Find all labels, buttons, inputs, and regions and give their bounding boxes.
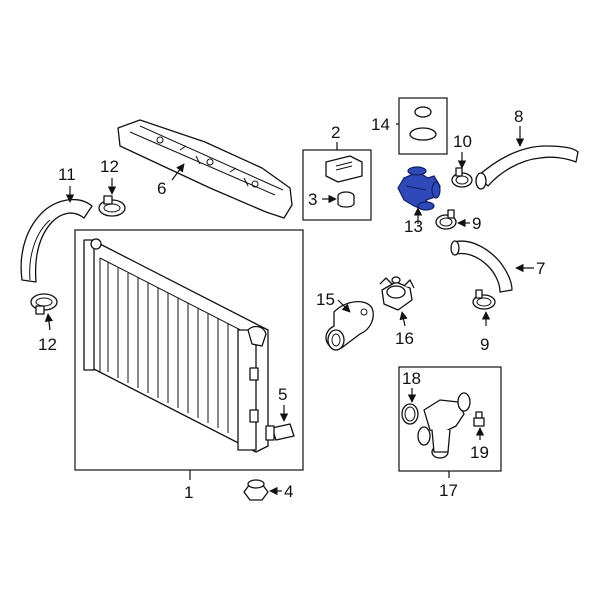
callout-1: 1 — [184, 483, 193, 502]
callout-10: 10 — [453, 132, 472, 151]
gasket-ring-18 — [401, 403, 419, 425]
bypass-hose-7 — [450, 240, 513, 293]
radiator — [83, 238, 269, 453]
callout-9b: 9 — [480, 335, 489, 354]
callout-7: 7 — [536, 259, 545, 278]
drain-plug — [265, 423, 295, 441]
hose-clamp-upper — [98, 195, 126, 217]
callout-11: 11 — [58, 165, 76, 184]
leader-15 — [337, 299, 351, 313]
callout-5: 5 — [278, 385, 287, 404]
callout-19: 19 — [470, 443, 489, 462]
callout-8: 8 — [514, 107, 523, 126]
mount-grommet — [337, 191, 355, 208]
gasket — [409, 106, 437, 141]
callout-17: 17 — [439, 481, 458, 500]
callout-14: 14 — [371, 115, 390, 134]
callout-6: 6 — [157, 179, 166, 198]
outlet-assembly-box — [398, 366, 502, 472]
thermostat-housing — [325, 301, 374, 351]
callout-18: 18 — [402, 369, 421, 388]
hose-clamp-9-lower — [472, 289, 496, 310]
callout-4: 4 — [284, 482, 293, 501]
callout-15: 15 — [316, 290, 335, 309]
callout-12a: 12 — [100, 157, 119, 176]
thermostat — [379, 276, 415, 311]
temperature-sensor — [473, 411, 485, 427]
hose-clamp-lower — [30, 293, 58, 315]
upper-radiator-hose — [20, 199, 93, 283]
reservoir-bracket — [325, 155, 363, 183]
leader-12b — [44, 313, 54, 331]
upper-air-guide — [117, 119, 293, 219]
hose-clamp-10 — [451, 167, 473, 188]
radiator-box — [74, 229, 304, 471]
water-outlet-housing-highlighted — [397, 166, 441, 211]
callout-13: 13 — [404, 217, 423, 236]
gasket-box — [398, 97, 448, 155]
callout-16: 16 — [395, 329, 414, 348]
hose-clamp-9-upper — [435, 209, 457, 230]
callout-3: 3 — [308, 190, 317, 209]
outlet-fitting — [417, 392, 471, 459]
leader-6 — [171, 163, 185, 181]
callout-9a: 9 — [472, 214, 481, 233]
bypass-hose-8 — [475, 145, 579, 190]
callout-12b: 12 — [38, 335, 57, 354]
leader-16 — [399, 311, 408, 327]
callout-2: 2 — [331, 123, 340, 142]
radiator-mount — [243, 479, 269, 501]
